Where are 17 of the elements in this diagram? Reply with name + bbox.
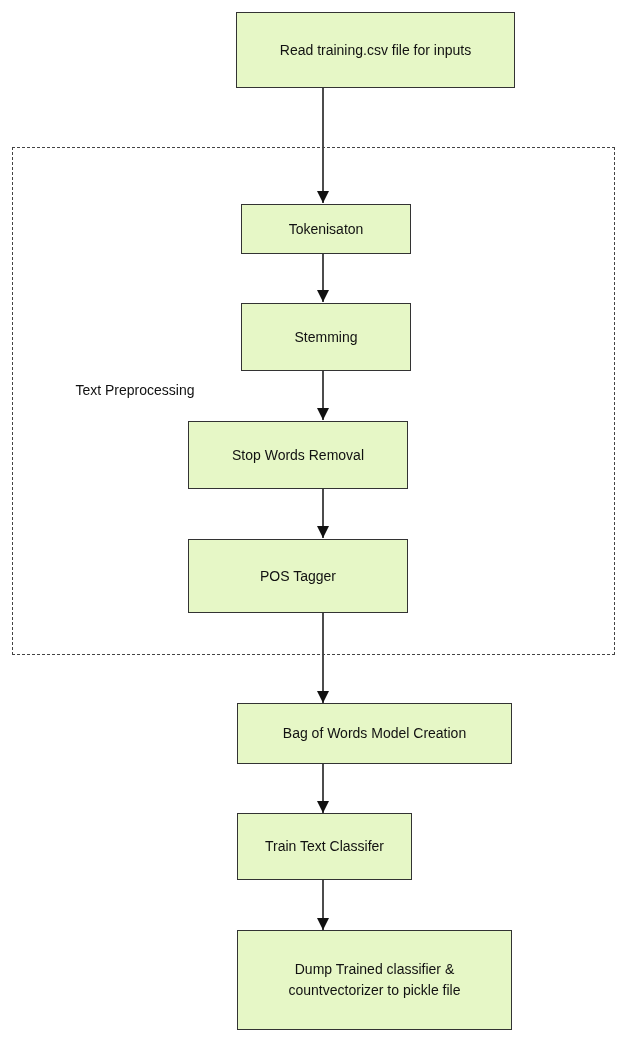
arrow <box>317 879 329 931</box>
group-label: Text Preprocessing <box>75 381 195 400</box>
process-box: Stemming <box>241 303 411 371</box>
dashed-group-frame <box>12 147 615 655</box>
arrow <box>317 87 329 204</box>
process-box: Train Text Classifer <box>237 813 412 880</box>
process-box: Stop Words Removal <box>188 421 408 489</box>
arrow <box>317 487 329 539</box>
arrow <box>317 611 329 704</box>
process-box: Bag of Words Model Creation <box>237 703 512 764</box>
process-box: Dump Trained classifier & countvectorizer to pickle file <box>237 930 512 1030</box>
process-box: Read training.csv file for inputs <box>236 12 515 88</box>
arrow <box>317 252 329 303</box>
process-box: Tokenisaton <box>241 204 411 254</box>
process-box: POS Tagger <box>188 539 408 613</box>
arrow <box>317 763 329 814</box>
arrow <box>317 369 329 421</box>
